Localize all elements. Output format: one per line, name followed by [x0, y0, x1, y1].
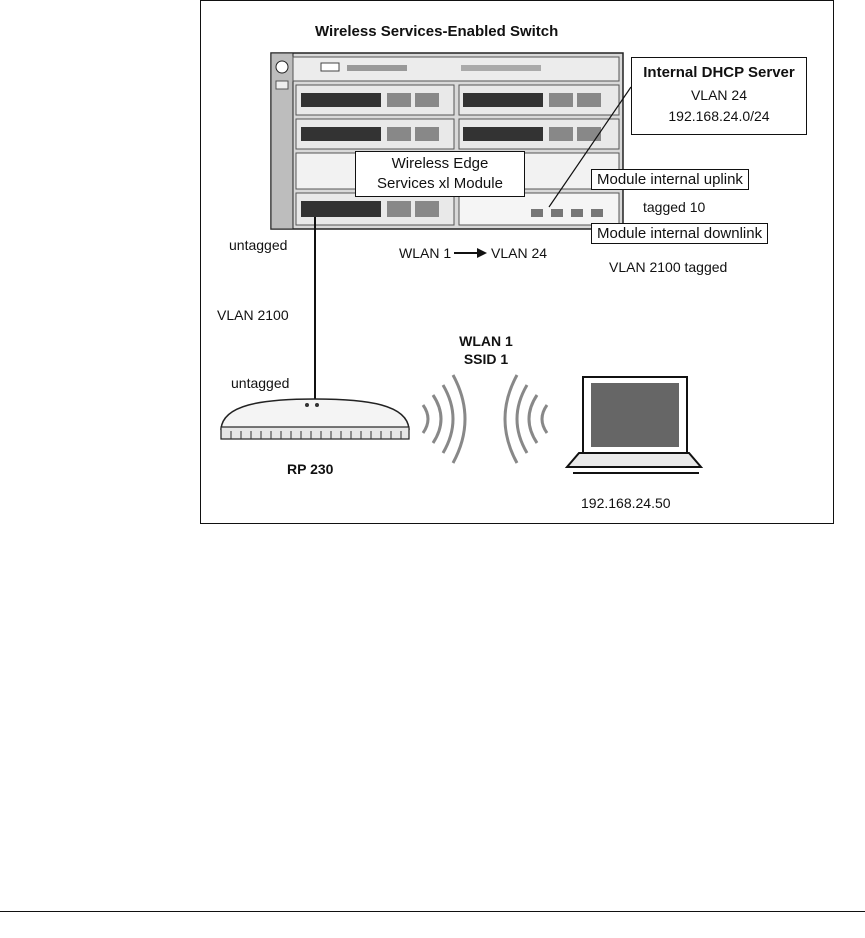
cable-ap-end-label: untagged: [231, 375, 290, 391]
page-footer-rule: [0, 911, 865, 912]
dhcp-server-subnet: 192.168.24.0/24: [668, 107, 770, 124]
dhcp-pointer-line: [548, 86, 632, 208]
module-name-line-2: Services xl Module: [377, 174, 503, 192]
laptop-ip: 192.168.24.50: [581, 495, 671, 511]
access-point-icon: [220, 398, 410, 440]
uplink-label: Module internal uplink: [591, 169, 749, 191]
network-diagram: Wireless Services-Enabled Switch Interna…: [200, 0, 834, 524]
wlan-map-arrow-icon: [454, 248, 487, 258]
downlink-tag: VLAN 2100 tagged: [609, 259, 728, 275]
dhcp-server-vlan: VLAN 24: [690, 86, 748, 103]
switch-title: Wireless Services-Enabled Switch: [315, 23, 559, 40]
wireless-ssid-label: SSID 1: [463, 351, 509, 367]
wlan-map-to: VLAN 24: [491, 245, 548, 261]
downlink-label: Module internal downlink: [591, 223, 769, 245]
access-point-name: RP 230: [287, 461, 334, 477]
cable-switch-end-label: untagged: [229, 237, 288, 253]
dhcp-server-name: Internal DHCP Server: [643, 64, 795, 81]
module-name-line-1: Wireless Edge: [391, 155, 489, 172]
radio-waves-icon: [421, 374, 549, 464]
cable-vlan-label: VLAN 2100: [217, 307, 289, 323]
wlan-map-from: WLAN 1: [399, 245, 452, 261]
uplink-tag: tagged 10: [643, 199, 706, 215]
wireless-wlan-label: WLAN 1: [459, 333, 513, 349]
laptop-icon: [564, 376, 704, 474]
switch-chassis: [270, 52, 624, 230]
wireless-edge-module-box: Wireless Edge Services xl Module: [355, 151, 525, 197]
dhcp-server-box: Internal DHCP Server VLAN 24 192.168.24.…: [631, 57, 807, 135]
